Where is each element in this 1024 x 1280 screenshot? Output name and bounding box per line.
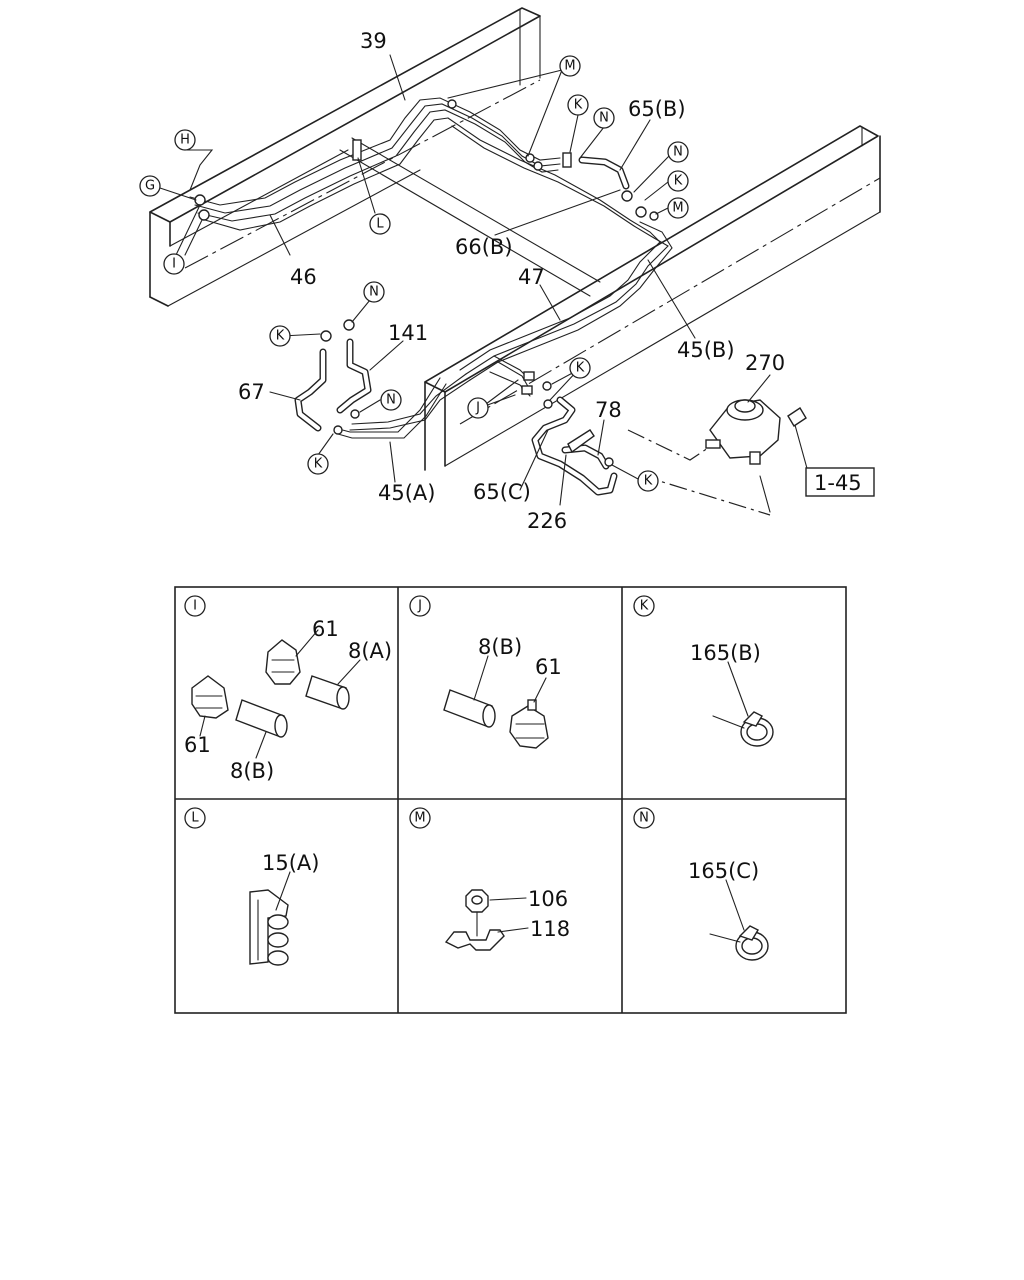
detail-J-letter: J [417, 599, 422, 614]
detail-I-8a: 8(A) [348, 639, 392, 663]
marker-K-right: K [674, 174, 683, 189]
detail-M: M 106 118 [409, 807, 570, 951]
clamps [194, 99, 659, 467]
marker-M-right: M [672, 201, 683, 216]
marker-N-top: N [599, 111, 609, 126]
callout-labels: 39 46 47 65(B) 66(B) 45(B) 270 141 67 45… [238, 29, 875, 533]
callout-45b: 45(B) [677, 338, 735, 362]
callout-45a: 45(A) [378, 481, 435, 505]
callout-67: 67 [238, 380, 265, 404]
detail-N: N 165(C) [633, 807, 769, 961]
detail-K: K 165(B) [633, 595, 774, 747]
fuel-filter-270 [705, 399, 807, 465]
detail-I-letter: I [193, 599, 197, 614]
detail-N-165c: 165(C) [688, 859, 759, 883]
detail-J-61: 61 [535, 655, 562, 679]
marker-K-top: K [574, 98, 583, 113]
marker-G: G [145, 179, 155, 194]
marker-K-low: K [314, 457, 323, 472]
detail-M-106: 106 [528, 887, 568, 911]
detail-I-61-upper: 61 [312, 617, 339, 641]
letter-markers: H G I L M K N N K M N K N K J K K [139, 55, 689, 492]
callout-226: 226 [527, 509, 567, 533]
detail-J: J 8(B) 61 [409, 595, 562, 749]
marker-N-mid: N [369, 285, 379, 300]
detail-M-letter: M [414, 811, 425, 826]
marker-K-mid: K [276, 329, 285, 344]
callout-141: 141 [388, 321, 428, 345]
callout-39: 39 [360, 29, 387, 53]
detail-N-letter: N [639, 811, 649, 826]
callout-78: 78 [595, 398, 622, 422]
callout-46: 46 [290, 265, 317, 289]
detail-J-8b: 8(B) [478, 635, 522, 659]
detail-K-165b: 165(B) [690, 641, 761, 665]
detail-K-letter: K [640, 599, 649, 614]
detail-I-61-lower: 61 [184, 733, 211, 757]
marker-K-j: K [576, 361, 585, 376]
detail-L-letter: L [191, 811, 199, 826]
marker-N-low: N [386, 393, 396, 408]
marker-J: J [475, 401, 480, 416]
detail-I: I 61 8(A) 61 8(B) [184, 595, 392, 783]
detail-I-8b: 8(B) [230, 759, 274, 783]
fuel-pipes [189, 97, 673, 439]
marker-K-filter: K [644, 474, 653, 489]
reference-1-45: 1-45 [814, 471, 862, 495]
leader-lines [159, 54, 809, 516]
callout-270: 270 [745, 351, 785, 375]
callout-65b: 65(B) [628, 97, 686, 121]
detail-L: L 15(A) [184, 807, 319, 966]
reference-box [805, 467, 875, 497]
callout-65c: 65(C) [473, 480, 531, 504]
callout-66b: 66(B) [455, 235, 513, 259]
marker-I: I [172, 257, 176, 272]
marker-M-top: M [564, 59, 575, 74]
detail-M-118: 118 [530, 917, 570, 941]
marker-N-right: N [673, 145, 683, 160]
detail-L-15a: 15(A) [262, 851, 319, 875]
detail-grid [174, 586, 847, 1014]
callout-47: 47 [518, 265, 545, 289]
marker-L: L [376, 217, 384, 232]
marker-H: H [180, 133, 190, 148]
